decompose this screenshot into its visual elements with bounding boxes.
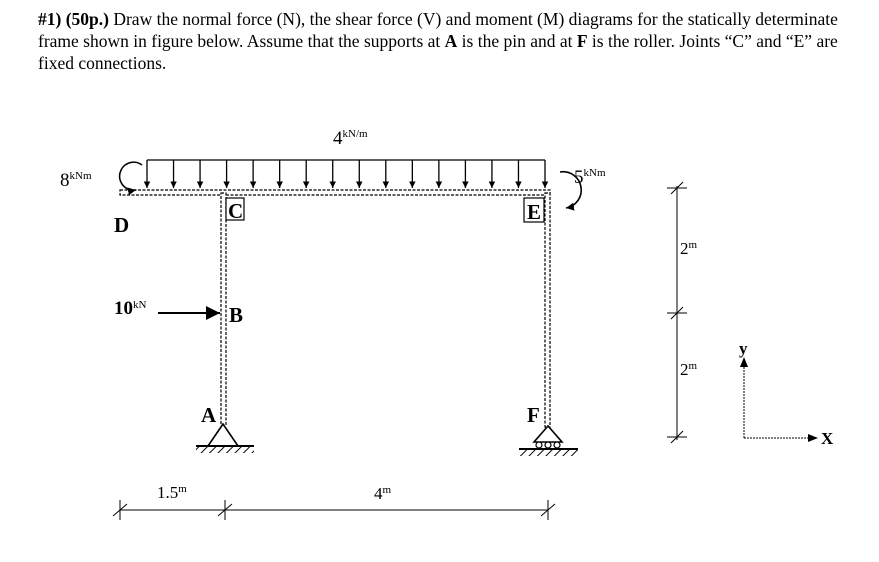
- joint-a-label: A: [201, 403, 217, 427]
- problem-text-1: Draw the normal force (N), the shear for…: [38, 9, 838, 51]
- dim-h2-label: 4m: [374, 484, 392, 503]
- joint-b-label: B: [229, 303, 243, 327]
- coordinate-axes: y X: [739, 339, 834, 448]
- joint-labels: D C E B A F: [114, 197, 545, 427]
- load-arrows: [143, 160, 549, 188]
- moment-right-label: 5kNm: [574, 167, 606, 188]
- pin-support-a: [196, 422, 254, 453]
- moment-left-arrow: [118, 161, 143, 196]
- beam-d-e: [119, 189, 551, 196]
- dist-load-label: 4kN/m: [333, 128, 368, 149]
- support-f-ref: F: [576, 31, 588, 51]
- axis-y-label: y: [739, 339, 748, 358]
- point-load-label: 10kN: [114, 298, 147, 319]
- joint-f-label: F: [527, 403, 540, 427]
- support-a-ref: A: [444, 31, 458, 51]
- joint-d-label: D: [114, 213, 129, 237]
- moment-left: 8kNm: [60, 161, 143, 196]
- problem-text-2: is the pin and at: [457, 31, 577, 51]
- problem-text-3: is the roller. Joints “C” and “E” are fi…: [38, 31, 838, 73]
- moment-right: 5kNm: [559, 167, 606, 211]
- column-a-c: [220, 192, 227, 426]
- horizontal-dimensions: 1.5m 4m: [112, 483, 556, 520]
- vertical-dimensions: 2m 2m: [667, 181, 698, 444]
- moment-left-label: 8kNm: [60, 170, 92, 191]
- problem-statement: #1) (50p.) Draw the normal force (N), th…: [38, 8, 843, 74]
- roller-support-f: [519, 424, 578, 456]
- column-f-e: [544, 192, 551, 428]
- point-load: 10kN: [114, 298, 220, 320]
- dim-h1-label: 1.5m: [157, 483, 187, 502]
- axis-x-label: X: [821, 429, 834, 448]
- problem-number: #1): [38, 9, 62, 29]
- distributed-load: 4kN/m: [143, 128, 549, 188]
- moment-right-arrow: [559, 170, 582, 211]
- joint-e-label: E: [527, 200, 541, 224]
- dim-v2-label: 2m: [680, 360, 698, 379]
- frame-members: [119, 189, 551, 428]
- dim-v1-label: 2m: [680, 239, 698, 258]
- joint-c-label: C: [228, 199, 243, 223]
- problem-points: (50p.): [65, 9, 109, 29]
